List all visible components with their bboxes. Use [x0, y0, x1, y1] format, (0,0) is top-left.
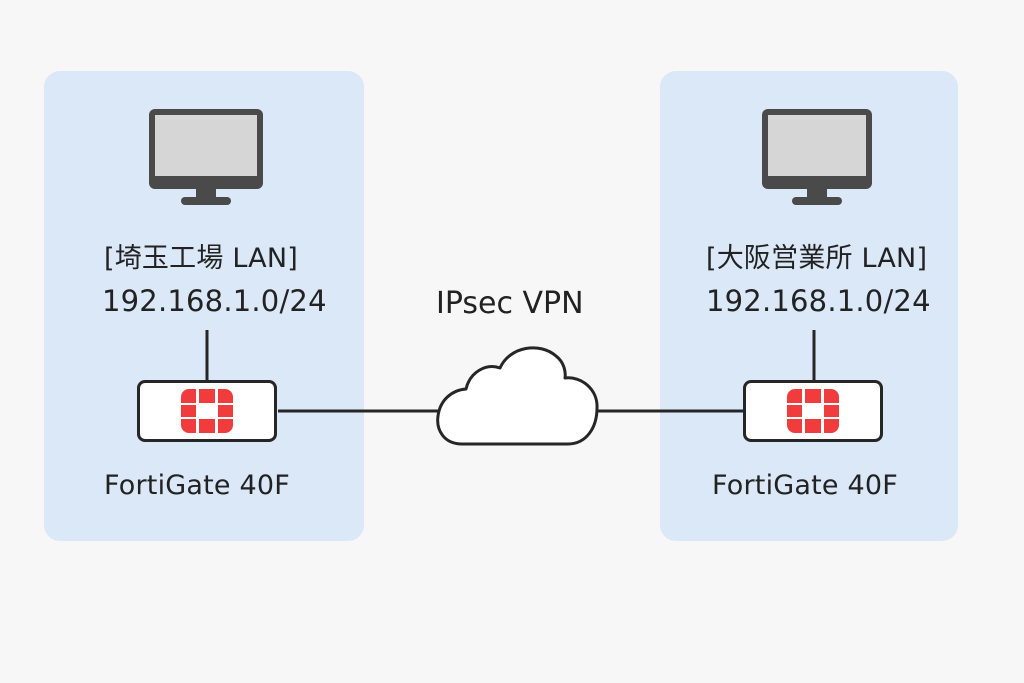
fortigate-logo-icon — [181, 389, 233, 433]
fortigate-device-left[interactable] — [137, 380, 277, 442]
device-name-right: FortiGate 40F — [712, 470, 899, 501]
fortigate-device-right[interactable] — [743, 380, 883, 442]
monitor-icon — [762, 109, 872, 205]
cloud-icon — [436, 346, 599, 446]
monitor-icon — [149, 109, 263, 205]
fortigate-logo-icon — [787, 389, 839, 433]
subnet-osaka: 192.168.1.0/24 — [706, 284, 931, 318]
site-name-osaka: [大阪営業所 LAN] — [706, 243, 928, 274]
device-name-left: FortiGate 40F — [104, 470, 291, 501]
subnet-saitama: 192.168.1.0/24 — [102, 284, 327, 318]
site-name-saitama: [埼玉工場 LAN] — [104, 243, 298, 274]
vpn-label: IPsec VPN — [436, 286, 584, 321]
